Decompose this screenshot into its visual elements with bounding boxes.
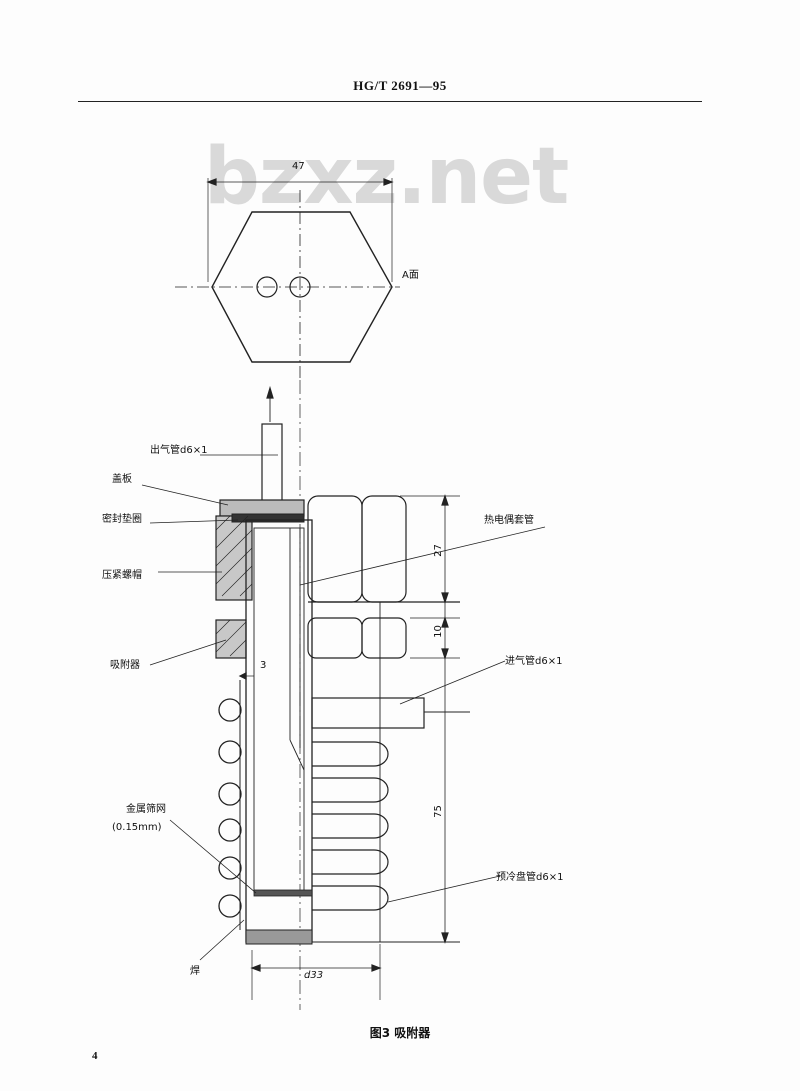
- page-number: 4: [92, 1050, 98, 1062]
- outlet-pipe-label: 出气管d6×1: [150, 445, 208, 456]
- precool-coil-right: [312, 741, 389, 911]
- header-rule: [78, 101, 702, 102]
- dimension-27: 27: [432, 544, 444, 557]
- precool-coil-left: [218, 698, 242, 918]
- dimension-diameter: d33: [304, 970, 324, 981]
- dimension-3: 3: [260, 660, 267, 671]
- compression-nut-label: 压紧螺帽: [102, 570, 142, 581]
- adsorber-label: 吸附器: [110, 660, 140, 671]
- cover-plate-label: 盖板: [112, 474, 132, 485]
- face-a-label: A面: [402, 270, 419, 281]
- dimension-10: 10: [432, 625, 444, 638]
- figure-caption: 图3 吸附器: [369, 1026, 431, 1040]
- mesh-size-label: (0.15mm): [112, 822, 162, 833]
- seal-gasket-label: 密封垫圈: [102, 514, 142, 525]
- watermark: bzxz.net: [204, 132, 569, 222]
- dimension-75: 75: [432, 805, 444, 818]
- page-header: HG/T 2691—95: [353, 78, 447, 93]
- hexagon-top-view: [175, 178, 400, 378]
- precool-coil-label: 预冷盘管d6×1: [496, 872, 564, 883]
- thermocouple-sleeve-label: 热电偶套管: [484, 515, 534, 526]
- inlet-pipe-label: 进气管d6×1: [505, 656, 563, 667]
- dimension-width: 47: [292, 161, 305, 172]
- metal-mesh-label: 金属筛网: [126, 804, 166, 815]
- weld-label: 焊: [190, 966, 200, 977]
